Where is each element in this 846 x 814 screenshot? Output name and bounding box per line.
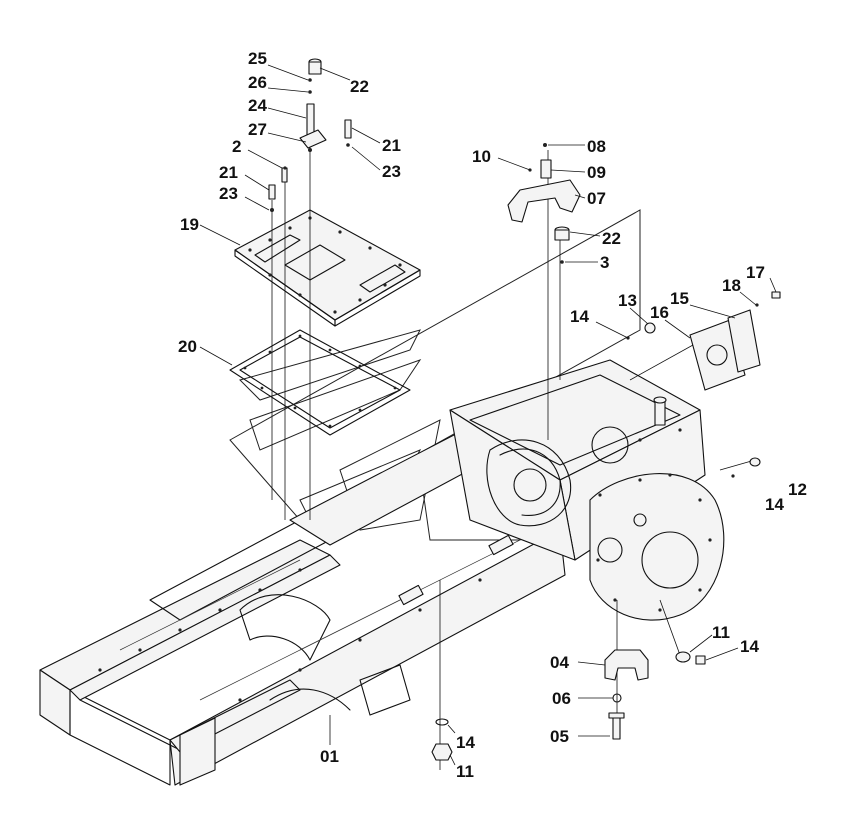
callout-15: 15 (670, 289, 689, 308)
callout-09: 09 (587, 163, 606, 182)
callout-08: 08 (587, 137, 606, 156)
cover-plate (234, 209, 421, 327)
callout-20: 20 (178, 337, 197, 356)
callout-14-lowright: 14 (740, 637, 759, 656)
right-side-cover (626, 291, 781, 478)
top-right-fasteners (507, 143, 581, 264)
top-left-fasteners (268, 58, 352, 212)
callout-21-top: 21 (382, 136, 401, 155)
callout-13: 13 (618, 291, 637, 310)
callout-14-upper: 14 (570, 307, 589, 326)
callout-11-bottom: 11 (456, 762, 474, 781)
callout-23-left: 23 (219, 184, 238, 203)
callout-3: 3 (600, 253, 609, 272)
callout-16: 16 (650, 303, 669, 322)
callout-27: 27 (248, 120, 267, 139)
transmission-housing (449, 359, 725, 621)
callout-11-right: 11 (712, 623, 730, 642)
bottom-parts (431, 649, 706, 761)
callout-2: 2 (232, 137, 241, 156)
callout-19: 19 (180, 215, 199, 234)
callout-24: 24 (248, 96, 267, 115)
callout-10: 10 (472, 147, 491, 166)
callout-leaders (199, 64, 777, 766)
gasket (229, 329, 411, 436)
callout-14-bottom: 14 (456, 733, 475, 752)
callout-14-right: 14 (765, 495, 784, 514)
callout-23-top: 23 (382, 162, 401, 181)
callout-22-top: 22 (350, 77, 369, 96)
callout-25: 25 (248, 49, 267, 68)
callout-labels: 25 26 24 27 22 21 23 2 21 23 19 20 10 08… (178, 49, 807, 781)
callout-06: 06 (552, 689, 571, 708)
callout-22-right: 22 (602, 229, 621, 248)
callout-04: 04 (550, 653, 569, 672)
callout-21-left: 21 (219, 163, 238, 182)
callout-26: 26 (248, 73, 267, 92)
callout-05: 05 (550, 727, 569, 746)
callout-18: 18 (722, 276, 741, 295)
callout-01: 01 (320, 747, 339, 766)
callout-12: 12 (788, 480, 807, 499)
callout-17: 17 (746, 263, 765, 282)
callout-07: 07 (587, 189, 606, 208)
